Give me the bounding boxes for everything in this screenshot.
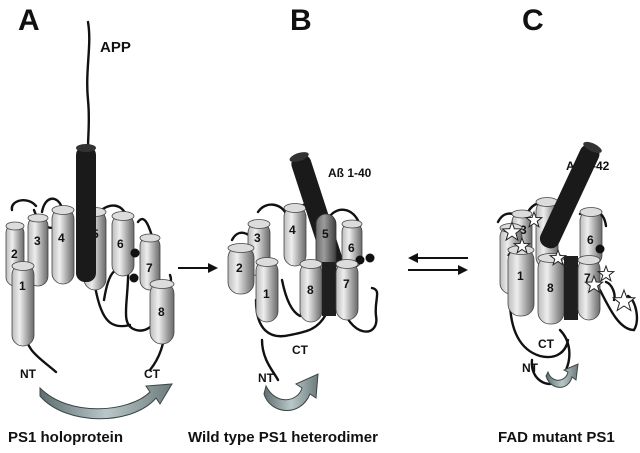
helix-7-b: 7 [335, 259, 359, 321]
app-strand [86, 20, 91, 150]
caption-c: FAD mutant PS1 [498, 429, 615, 446]
mutation-star-icon [611, 288, 637, 312]
aspartate-dot-a1 [130, 248, 140, 258]
abeta40-label: Aß 1-40 [328, 166, 372, 180]
nt-label-c: NT [522, 361, 539, 375]
panel-letter-a: A [18, 4, 40, 37]
svg-text:4: 4 [289, 223, 296, 237]
panel-letter-b: B [290, 4, 312, 37]
svg-text:7: 7 [146, 261, 153, 275]
svg-text:7: 7 [584, 271, 591, 285]
helix-8-c: 8 [537, 253, 565, 325]
curved-arrow-c [545, 363, 579, 388]
mutation-star-icon [501, 220, 523, 242]
ct-label-c: CT [538, 337, 555, 351]
process-arrow-ab [178, 263, 218, 273]
helix-8-a: 8 [149, 279, 175, 345]
nt-label-a: NT [20, 367, 37, 381]
panel-c: C Aß 1-42 3 2 1 4 6 [496, 4, 639, 446]
svg-text:2: 2 [236, 261, 243, 275]
svg-text:6: 6 [117, 237, 124, 251]
aspartate-dot-b2 [365, 253, 375, 263]
equilibrium-arrows [408, 253, 468, 275]
aspartate-dot-b1 [355, 255, 365, 265]
helix-7-c: 7 [577, 255, 601, 321]
helix-4-a: 4 [51, 205, 75, 285]
svg-text:4: 4 [58, 231, 65, 245]
svg-text:3: 3 [254, 231, 261, 245]
helix-6-a: 6 [111, 211, 135, 277]
nt-label-b: NT [258, 371, 275, 385]
svg-text:1: 1 [517, 269, 524, 283]
helix-6-b: 6 [341, 219, 363, 269]
aspartate-dot-a2 [129, 273, 139, 283]
curved-arrow-a [39, 383, 173, 420]
caption-a: PS1 holoprotein [8, 429, 123, 446]
curved-arrow-b [263, 373, 319, 411]
helix-1-b: 1 [255, 257, 279, 323]
abeta42-rod [539, 141, 602, 249]
app-label: APP [100, 39, 131, 56]
ct-label-b: CT [292, 343, 309, 357]
abeta-cleavage-segment-c [564, 256, 578, 320]
helix-1-a: 1 [11, 261, 35, 347]
svg-text:3: 3 [520, 223, 527, 237]
helix-6-c: 6 [579, 207, 603, 267]
ct-label-a: CT [144, 367, 161, 381]
panel-letter-c: C [522, 4, 544, 37]
helix-2-b: 2 [227, 243, 255, 295]
fad-mutation-stars [501, 210, 637, 312]
mutation-star-icon [584, 274, 604, 294]
svg-text:8: 8 [158, 305, 165, 319]
mutation-star-icon [512, 236, 532, 255]
svg-text:7: 7 [343, 277, 350, 291]
mutation-star-icon [548, 248, 568, 267]
mutation-star-icon [524, 210, 544, 229]
caption-b: Wild type PS1 heterodimer [188, 429, 378, 446]
svg-text:8: 8 [547, 281, 554, 295]
svg-text:1: 1 [19, 279, 26, 293]
aspartate-dot-c [595, 244, 605, 254]
svg-text:5: 5 [322, 227, 329, 241]
mutation-star-icon [596, 264, 616, 283]
svg-text:8: 8 [307, 283, 314, 297]
abeta-cleavage-segment-b [322, 262, 336, 316]
svg-text:6: 6 [348, 241, 355, 255]
helix-7-a: 7 [139, 233, 161, 291]
panel-a: A APP 2 3 1 4 5 [5, 4, 175, 446]
svg-text:2: 2 [11, 247, 18, 261]
svg-text:6: 6 [587, 233, 594, 247]
app-transmembrane-a [76, 144, 96, 282]
svg-text:3: 3 [34, 234, 41, 248]
helix-8-b: 8 [299, 259, 323, 323]
helix-4-b: 4 [283, 203, 307, 267]
svg-text:1: 1 [263, 287, 270, 301]
panel-b: B Aß 1-40 3 2 1 4 5 [188, 4, 379, 446]
helix-1-c: 1 [507, 245, 535, 317]
helix-3-a: 3 [27, 213, 49, 287]
